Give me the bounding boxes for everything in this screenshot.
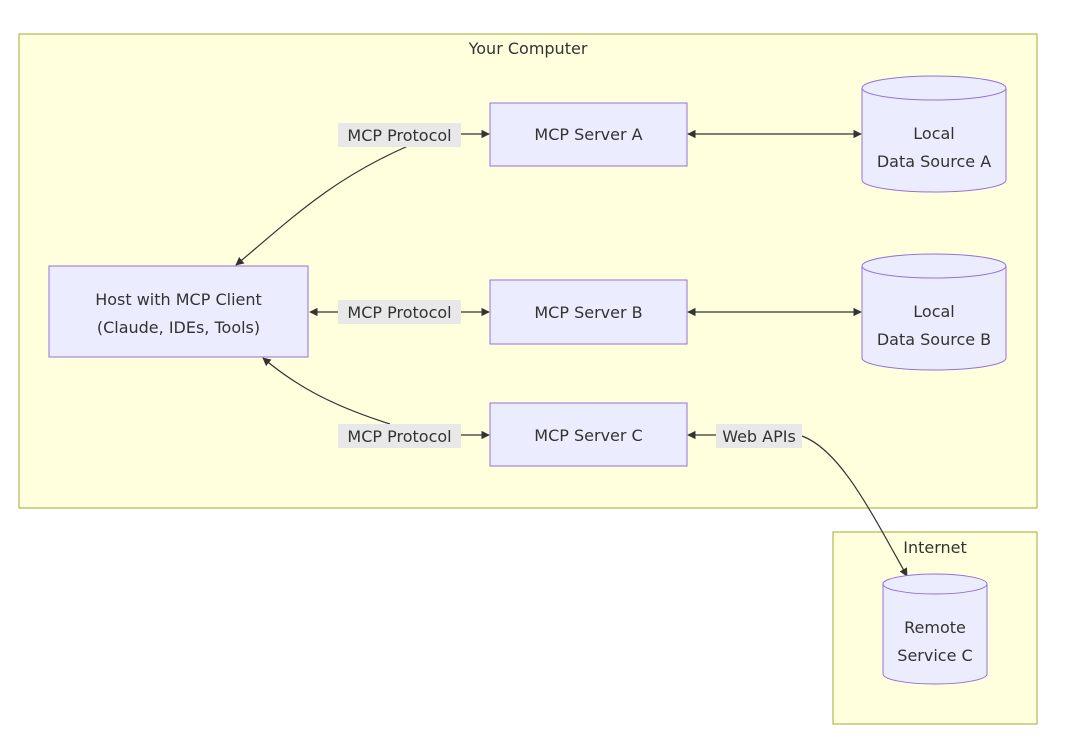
node-data-b-line1: Local xyxy=(913,302,954,321)
node-remote-line2: Service C xyxy=(897,646,972,665)
edge-label-host-b: MCP Protocol xyxy=(338,300,461,324)
node-remote-line1: Remote xyxy=(904,618,966,637)
group-internet-title: Internet xyxy=(903,538,967,557)
svg-text:MCP Server B: MCP Server B xyxy=(534,303,642,322)
node-data-a-line2: Data Source A xyxy=(877,152,991,171)
node-host-mcp-client[interactable]: Host with MCP Client (Claude, IDEs, Tool… xyxy=(48,265,309,358)
edge-web-apis-remote-curve xyxy=(801,435,908,577)
edge-host-server-a-curve xyxy=(235,145,409,266)
svg-text:MCP Protocol: MCP Protocol xyxy=(347,427,451,446)
node-mcp-server-a[interactable]: MCP Server A xyxy=(489,102,688,167)
edge-label-host-c: MCP Protocol xyxy=(338,424,461,448)
group-internet: Internet xyxy=(832,531,1038,725)
svg-text:MCP Protocol: MCP Protocol xyxy=(347,126,451,145)
edge-label-web-apis: Web APIs xyxy=(716,424,802,448)
node-mcp-server-b[interactable]: MCP Server B xyxy=(489,279,688,345)
node-local-data-source-a[interactable]: Local Data Source A xyxy=(861,75,1007,193)
svg-text:MCP Server C: MCP Server C xyxy=(534,426,642,445)
node-data-b-line2: Data Source B xyxy=(877,330,991,349)
node-host-line1: Host with MCP Client xyxy=(95,290,262,309)
svg-text:MCP Server A: MCP Server A xyxy=(534,125,642,144)
svg-text:MCP Protocol: MCP Protocol xyxy=(347,303,451,322)
node-data-a-line1: Local xyxy=(913,124,954,143)
node-local-data-source-b[interactable]: Local Data Source B xyxy=(861,253,1007,371)
node-mcp-server-c[interactable]: MCP Server C xyxy=(489,402,688,467)
svg-text:Web APIs: Web APIs xyxy=(722,427,796,446)
node-remote-service-c[interactable]: Remote Service C xyxy=(882,573,988,685)
edge-label-host-a: MCP Protocol xyxy=(338,123,461,147)
node-host-line2: (Claude, IDEs, Tools) xyxy=(97,318,260,337)
edge-host-server-c-curve xyxy=(262,357,391,425)
group-your-computer-title: Your Computer xyxy=(468,39,588,58)
